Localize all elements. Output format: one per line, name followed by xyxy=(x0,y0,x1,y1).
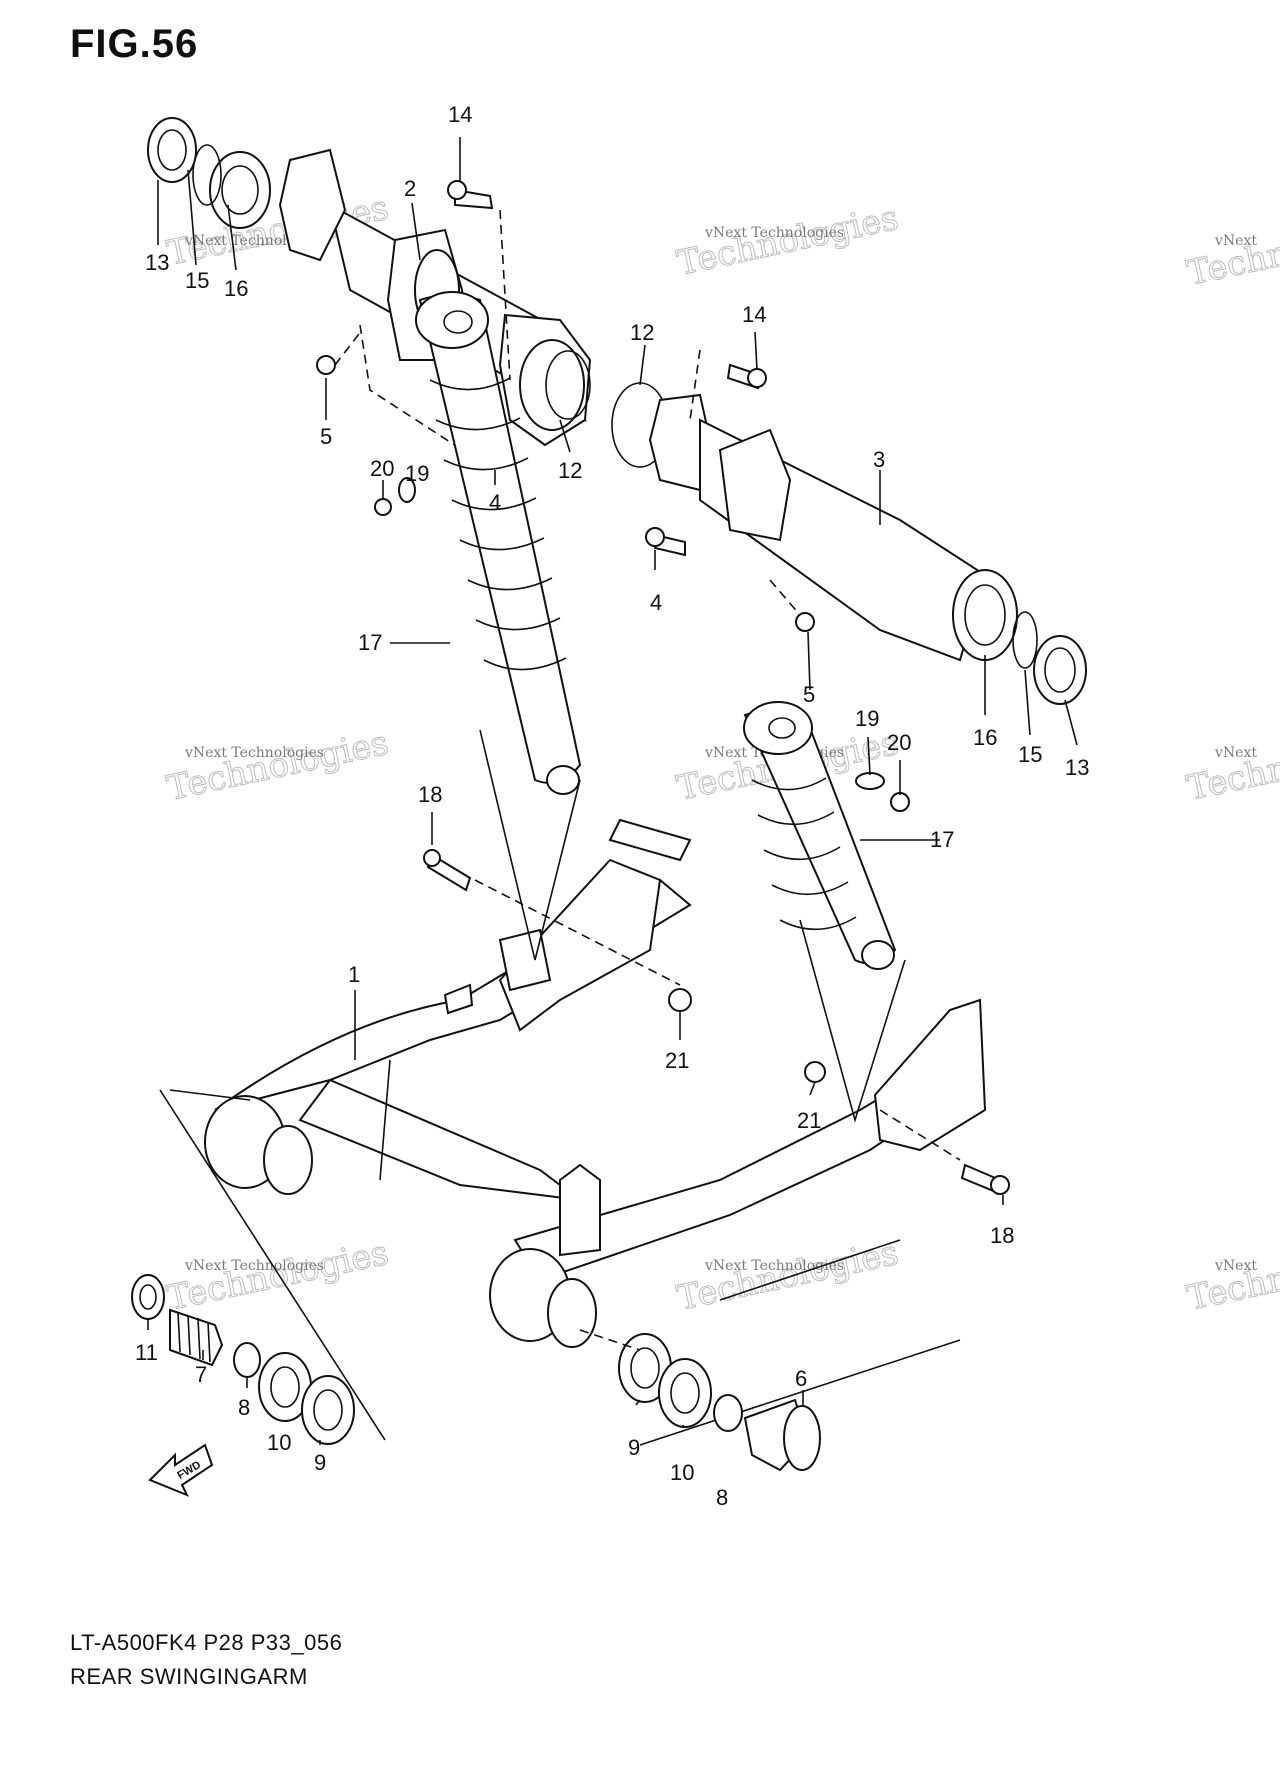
pivot-shaft-right xyxy=(611,349,1087,705)
swingarm xyxy=(159,818,987,1446)
shock-absorber-left xyxy=(374,291,582,795)
callout-13: 13 xyxy=(1065,755,1089,780)
callout-14: 14 xyxy=(742,302,766,327)
svg-text:Technologies: Technologies xyxy=(674,1233,902,1319)
callout-9: 9 xyxy=(314,1450,326,1475)
leader-triangle xyxy=(799,919,906,1123)
callout-3: 3 xyxy=(873,447,885,472)
svg-text:Technologies: Technologies xyxy=(164,723,392,809)
callout-4: 4 xyxy=(650,590,662,615)
callout-21: 21 xyxy=(797,1108,821,1133)
diagram-code: LT-A500FK4 P28 P33_056 xyxy=(70,1630,343,1655)
diagram-name: REAR SWINGINGARM xyxy=(70,1664,308,1684)
fwd-arrow: FWD xyxy=(148,1443,214,1497)
figure-title: FIG.56 xyxy=(70,22,199,66)
pivot-hardware-left xyxy=(131,1274,355,1445)
pivot-shaft-left xyxy=(147,117,592,468)
callout-9: 9 xyxy=(628,1435,640,1460)
shock-absorber-right xyxy=(743,701,910,970)
watermark: Technologies xyxy=(1183,722,1280,809)
callout-11: 11 xyxy=(135,1340,158,1365)
callout-8: 8 xyxy=(716,1485,728,1510)
callout-18: 18 xyxy=(418,782,442,807)
callout-5: 5 xyxy=(803,682,815,707)
callout-10: 10 xyxy=(267,1430,291,1455)
leader-triangle xyxy=(479,729,581,961)
watermark-caption: vNext Technologies xyxy=(184,745,324,761)
watermark-caption: vNext xyxy=(1214,1258,1257,1274)
nut-21-left xyxy=(668,988,692,1012)
svg-text:Technologies: Technologies xyxy=(1184,208,1280,294)
callout-7: 7 xyxy=(195,1362,207,1387)
callout-21: 21 xyxy=(665,1048,689,1073)
callout-5: 5 xyxy=(320,424,332,449)
callout-1: 1 xyxy=(348,962,360,987)
callout-18: 18 xyxy=(990,1223,1014,1248)
watermark: Technologies xyxy=(1183,207,1280,294)
callout-4: 4 xyxy=(489,490,501,515)
watermark: Technologies xyxy=(163,1232,392,1319)
svg-text:Technologies: Technologies xyxy=(1184,1233,1280,1319)
callout-2: 2 xyxy=(404,176,416,201)
svg-text:Technologies: Technologies xyxy=(1184,723,1280,809)
watermark: Technologies xyxy=(673,1232,902,1319)
watermark-caption: vNext Technologies xyxy=(704,225,844,241)
callout-6: 6 xyxy=(795,1366,807,1391)
callout-17: 17 xyxy=(930,827,954,852)
callout-20: 20 xyxy=(370,456,394,481)
leader-lines xyxy=(147,137,1078,1445)
svg-text:Technologies: Technologies xyxy=(164,1233,392,1319)
watermark: Technologies xyxy=(163,722,392,809)
callout-12: 12 xyxy=(558,458,582,483)
callout-17: 17 xyxy=(358,630,382,655)
callout-20: 20 xyxy=(887,730,911,755)
callout-10: 10 xyxy=(670,1460,694,1485)
callout-14: 14 xyxy=(448,102,472,127)
callout-15: 15 xyxy=(185,268,209,293)
watermark-caption: vNext xyxy=(1214,745,1257,761)
callout-15: 15 xyxy=(1018,742,1042,767)
callout-13: 13 xyxy=(145,250,169,275)
watermark-caption: vNext Technologies xyxy=(184,1258,324,1274)
watermark: Technologies xyxy=(1183,1232,1280,1319)
callout-16: 16 xyxy=(224,276,248,301)
callout-labels: 14 2 13 15 16 5 4 12 12 14 3 20 19 4 17 … xyxy=(135,102,1089,1510)
callout-8: 8 xyxy=(238,1395,250,1420)
nut-21-right xyxy=(804,1061,826,1083)
watermark-caption: vNext xyxy=(1214,233,1257,249)
callout-19: 19 xyxy=(405,461,429,486)
pivot-hardware-right xyxy=(579,1329,821,1472)
callout-12: 12 xyxy=(630,320,654,345)
callout-16: 16 xyxy=(973,725,997,750)
callout-19: 19 xyxy=(855,706,879,731)
